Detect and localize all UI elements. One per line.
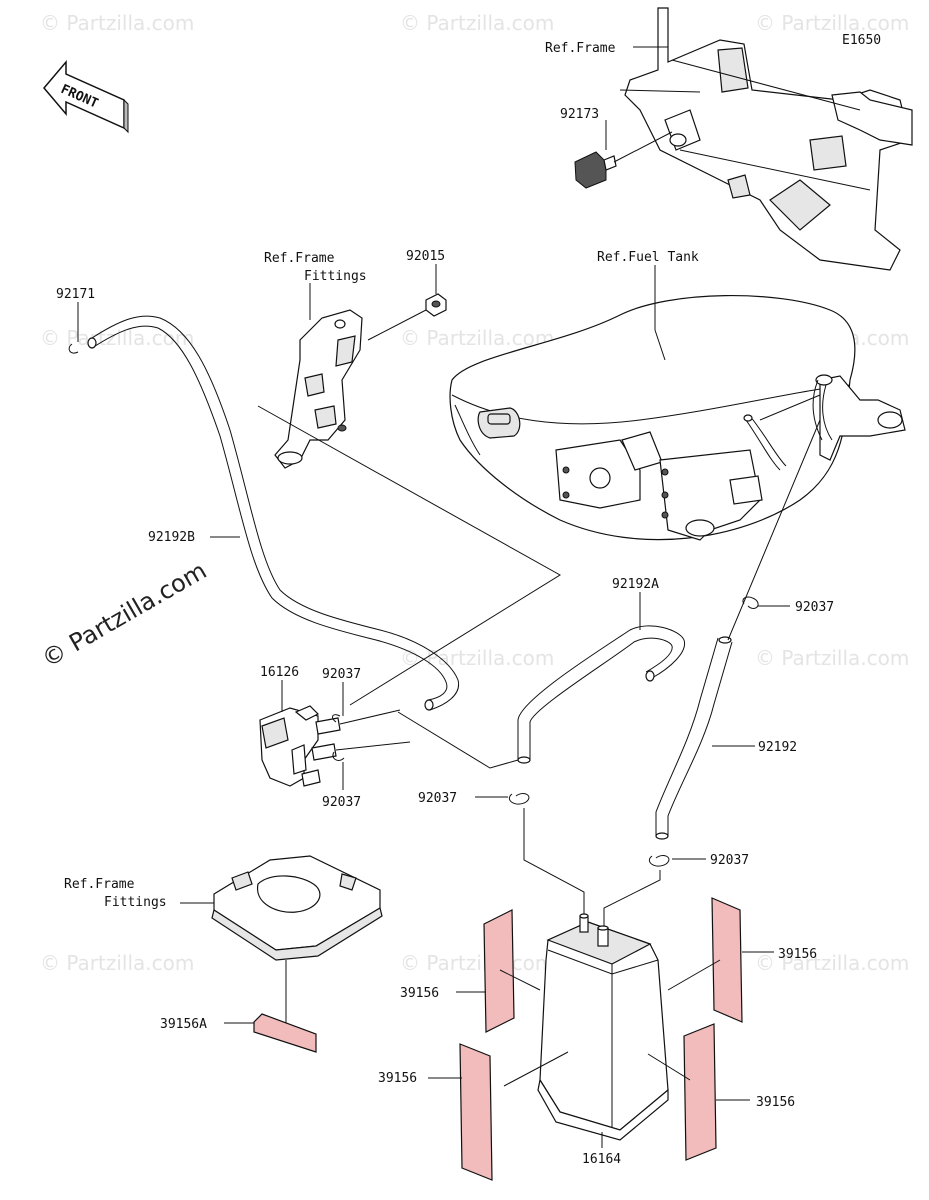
svg-text:© Partzilla.com: © Partzilla.com <box>40 11 194 35</box>
hose-92192B <box>68 315 460 711</box>
part-label-39156-a[interactable]: 39156 <box>778 947 817 962</box>
front-arrow-icon: FRONT <box>43 59 129 134</box>
part-label-92037-a[interactable]: 92037 <box>322 667 361 682</box>
canister-16164 <box>537 913 669 1141</box>
part-label-92192[interactable]: 92192 <box>758 740 797 755</box>
svg-text:© Partzilla.com: © Partzilla.com <box>40 326 194 350</box>
part-label-92037-b[interactable]: 92037 <box>322 795 361 810</box>
part-label-39156-d[interactable]: 39156 <box>756 1095 795 1110</box>
frame-fittings-tray <box>211 855 383 961</box>
svg-text:© Partzilla.com: © Partzilla.com <box>400 646 554 670</box>
ref-frame-fittings-2-label: Ref.Frame <box>64 877 135 892</box>
ref-frame-label: Ref.Frame <box>545 41 616 56</box>
part-label-92173[interactable]: 92173 <box>560 107 599 122</box>
ref-frame-fittings-1-sub: Fittings <box>304 269 367 284</box>
part-label-92037-c[interactable]: 92037 <box>418 791 457 806</box>
diagram-code: E1650 <box>842 33 881 48</box>
ref-frame-fittings-1-label: Ref.Frame <box>264 251 335 266</box>
svg-text:© Partzilla.com: © Partzilla.com <box>400 326 554 350</box>
pad-39156-left-upper <box>483 909 515 1033</box>
part-label-39156-c[interactable]: 39156 <box>378 1071 417 1086</box>
ref-fuel-tank-label: Ref.Fuel Tank <box>597 250 699 265</box>
svg-text:© Partzilla.com: © Partzilla.com <box>400 11 554 35</box>
part-label-92015[interactable]: 92015 <box>406 249 445 264</box>
part-label-92192B[interactable]: 92192B <box>148 530 195 545</box>
part-label-39156-b[interactable]: 39156 <box>400 986 439 1001</box>
part-label-39156A[interactable]: 39156A <box>160 1017 207 1032</box>
hose-92192A <box>517 625 686 764</box>
pad-39156A <box>253 1013 317 1053</box>
ref-frame-fittings-2-sub: Fittings <box>104 895 167 910</box>
frame-fittings-bracket <box>274 293 447 469</box>
solenoid-valve-16126 <box>259 705 411 787</box>
part-label-92037-e[interactable]: 92037 <box>710 853 749 868</box>
svg-text:© Partzilla.com: © Partzilla.com <box>40 951 194 975</box>
part-label-16164[interactable]: 16164 <box>582 1152 621 1167</box>
fuel-tank <box>449 294 906 541</box>
pad-39156-right-upper <box>711 897 743 1023</box>
svg-text:© Partzilla.com: © Partzilla.com <box>755 646 909 670</box>
part-label-92037-d[interactable]: 92037 <box>795 600 834 615</box>
pad-39156-right-lower <box>683 1023 717 1161</box>
svg-text:© Partzilla.com: © Partzilla.com <box>755 951 909 975</box>
svg-text:© Partzilla.com: © Partzilla.com <box>400 951 554 975</box>
pad-39156-left-lower <box>459 1043 493 1181</box>
frame-section <box>574 7 913 271</box>
part-label-92171[interactable]: 92171 <box>56 287 95 302</box>
watermark-layer: © Partzilla.com © Partzilla.com © Partzi… <box>40 11 909 975</box>
copyright-mark: © Partzilla.com <box>37 556 211 673</box>
part-label-16126[interactable]: 16126 <box>260 665 299 680</box>
svg-text:© Partzilla.com: © Partzilla.com <box>755 11 909 35</box>
part-label-92192A[interactable]: 92192A <box>612 577 659 592</box>
